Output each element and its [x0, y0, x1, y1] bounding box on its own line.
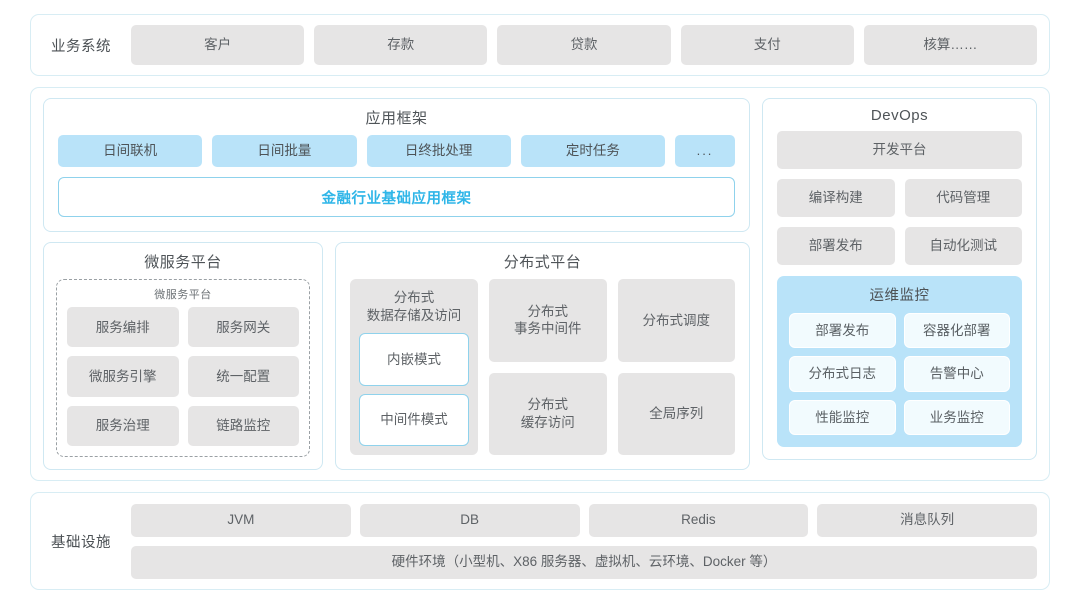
business-item-deposit[interactable]: 存款: [314, 25, 488, 65]
infrastructure-body: JVM DB Redis 消息队列 硬件环境（小型机、X86 服务器、虚拟机、云…: [131, 503, 1037, 579]
devops-panel: DevOps 开发平台 编译构建 代码管理 部署发布 自动化测试 运维监控 部署…: [762, 98, 1037, 460]
microservice-item-unified-config[interactable]: 统一配置: [187, 356, 299, 397]
platform-section: 应用框架 日间联机 日间批量 日终批处理 定时任务 ... 金融行业基础应用框架…: [30, 87, 1050, 481]
distributed-cell-cache-access-line2: 缓存访问: [520, 414, 575, 430]
distributed-cell-cache-access[interactable]: 分布式 缓存访问: [489, 372, 607, 455]
app-framework-item-online[interactable]: 日间联机: [58, 135, 203, 167]
distributed-cell-cache-access-line1: 分布式: [527, 397, 569, 413]
devops-column: DevOps 开发平台 编译构建 代码管理 部署发布 自动化测试 运维监控 部署…: [762, 98, 1037, 470]
distributed-storage-title-line2: 数据存储及访问: [366, 307, 462, 323]
app-framework-item-eod-batch[interactable]: 日终批处理: [366, 135, 511, 167]
devops-title: DevOps: [870, 107, 929, 124]
infrastructure-hardware-row: 硬件环境（小型机、X86 服务器、虚拟机、云环境、Docker 等）: [131, 545, 1037, 579]
microservice-item-engine[interactable]: 微服务引擎: [67, 356, 179, 397]
business-item-loan[interactable]: 贷款: [497, 25, 671, 65]
infrastructure-item-redis[interactable]: Redis: [588, 503, 809, 537]
microservice-item-gateway[interactable]: 服务网关: [187, 307, 299, 348]
infrastructure-item-db[interactable]: DB: [359, 503, 580, 537]
app-framework-item-batch[interactable]: 日间批量: [212, 135, 357, 167]
infrastructure-item-jvm[interactable]: JVM: [131, 503, 351, 537]
microservice-item-orchestration[interactable]: 服务编排: [67, 307, 179, 348]
distributed-storage-title: 分布式 数据存储及访问: [359, 289, 469, 324]
distributed-cell-scheduling[interactable]: 分布式调度: [617, 279, 735, 362]
distributed-storage-title-line1: 分布式: [393, 290, 435, 305]
ops-monitor-panel: 运维监控 部署发布 容器化部署 分布式日志 告警中心 性能监控 业务监控: [777, 276, 1022, 447]
business-system-section: 业务系统 客户 存款 贷款 支付 核算……: [30, 14, 1050, 76]
devops-item-dev-platform[interactable]: 开发平台: [777, 131, 1022, 169]
devops-item-deploy-release[interactable]: 部署发布: [777, 227, 895, 265]
microservice-title: 微服务平台: [144, 254, 222, 271]
devops-item-compile-build[interactable]: 编译构建: [777, 179, 895, 217]
microservice-panel: 微服务平台 微服务平台 服务编排 服务网关 微服务引擎 统一配置 服务治理 链路…: [43, 242, 323, 470]
ops-item-containerized-deploy[interactable]: 容器化部署: [903, 313, 1010, 349]
microservice-inner-box: 微服务平台 服务编排 服务网关 微服务引擎 统一配置 服务治理 链路监控: [56, 279, 310, 457]
infrastructure-items: JVM DB Redis 消息队列: [131, 503, 1037, 537]
infrastructure-label: 基础设施: [51, 534, 111, 551]
app-framework-banner: 金融行业基础应用框架: [58, 177, 735, 217]
devops-item-automated-test[interactable]: 自动化测试: [904, 227, 1022, 265]
ops-item-performance-monitor[interactable]: 性能监控: [789, 399, 896, 435]
distributed-storage-cell[interactable]: 分布式 数据存储及访问 内嵌模式 中间件模式: [350, 279, 478, 455]
distributed-cell-transaction-middleware-line2: 事务中间件: [514, 321, 582, 337]
microservice-inner-title: 微服务平台: [154, 289, 212, 301]
devops-item-code-management[interactable]: 代码管理: [904, 179, 1022, 217]
ops-item-alert-center[interactable]: 告警中心: [903, 356, 1010, 392]
microservice-items: 服务编排 服务网关 微服务引擎 统一配置 服务治理 链路监控: [67, 307, 299, 446]
distributed-cell-transaction-middleware[interactable]: 分布式 事务中间件: [489, 279, 607, 362]
ops-item-distributed-log[interactable]: 分布式日志: [789, 356, 896, 392]
distributed-cell-global-sequence[interactable]: 全局序列: [617, 372, 735, 455]
devops-items: 编译构建 代码管理 部署发布 自动化测试: [777, 179, 1022, 265]
business-system-label: 业务系统: [51, 38, 111, 55]
business-item-accounting[interactable]: 核算……: [863, 25, 1038, 65]
app-framework-panel: 应用框架 日间联机 日间批量 日终批处理 定时任务 ... 金融行业基础应用框架: [43, 98, 750, 232]
ops-monitor-items: 部署发布 容器化部署 分布式日志 告警中心 性能监控 业务监控: [789, 313, 1010, 435]
devops-platform-row: 开发平台: [777, 131, 1022, 169]
distributed-cell-transaction-middleware-line1: 分布式: [527, 303, 569, 319]
ops-monitor-title: 运维监控: [869, 288, 930, 304]
app-framework-item-scheduled-task[interactable]: 定时任务: [520, 135, 665, 167]
app-framework-item-more[interactable]: ...: [675, 135, 735, 167]
infrastructure-item-hardware-environment[interactable]: 硬件环境（小型机、X86 服务器、虚拟机、云环境、Docker 等）: [131, 545, 1037, 579]
infrastructure-item-message-queue[interactable]: 消息队列: [817, 503, 1037, 537]
distributed-cells: 分布式 事务中间件 分布式调度 分布式 缓存访问: [489, 279, 735, 455]
distributed-storage-mode-embedded[interactable]: 内嵌模式: [359, 333, 469, 386]
distributed-storage-mode-middleware[interactable]: 中间件模式: [359, 393, 469, 446]
distributed-title: 分布式平台: [503, 254, 582, 271]
app-framework-title: 应用框架: [365, 110, 428, 127]
ops-item-business-monitor[interactable]: 业务监控: [903, 399, 1010, 435]
infrastructure-section: 基础设施 JVM DB Redis 消息队列 硬件环境（小型机、X86 服务器、…: [30, 492, 1050, 590]
business-system-items: 客户 存款 贷款 支付 核算……: [131, 25, 1038, 65]
distributed-body: 分布式 数据存储及访问 内嵌模式 中间件模式 分布式 事务中间件: [350, 279, 735, 455]
microservice-item-trace-monitor[interactable]: 链路监控: [187, 405, 299, 446]
business-item-payment[interactable]: 支付: [680, 25, 854, 65]
app-framework-items: 日间联机 日间批量 日终批处理 定时任务 ...: [58, 135, 735, 167]
microservice-item-governance[interactable]: 服务治理: [67, 405, 179, 446]
platform-lower-row: 微服务平台 微服务平台 服务编排 服务网关 微服务引擎 统一配置 服务治理 链路…: [43, 242, 750, 470]
business-item-customer[interactable]: 客户: [131, 25, 305, 65]
ops-item-deploy-release[interactable]: 部署发布: [789, 313, 896, 349]
platform-left-column: 应用框架 日间联机 日间批量 日终批处理 定时任务 ... 金融行业基础应用框架…: [43, 98, 750, 470]
distributed-panel: 分布式平台 分布式 数据存储及访问 内嵌模式 中间件模式: [335, 242, 750, 470]
